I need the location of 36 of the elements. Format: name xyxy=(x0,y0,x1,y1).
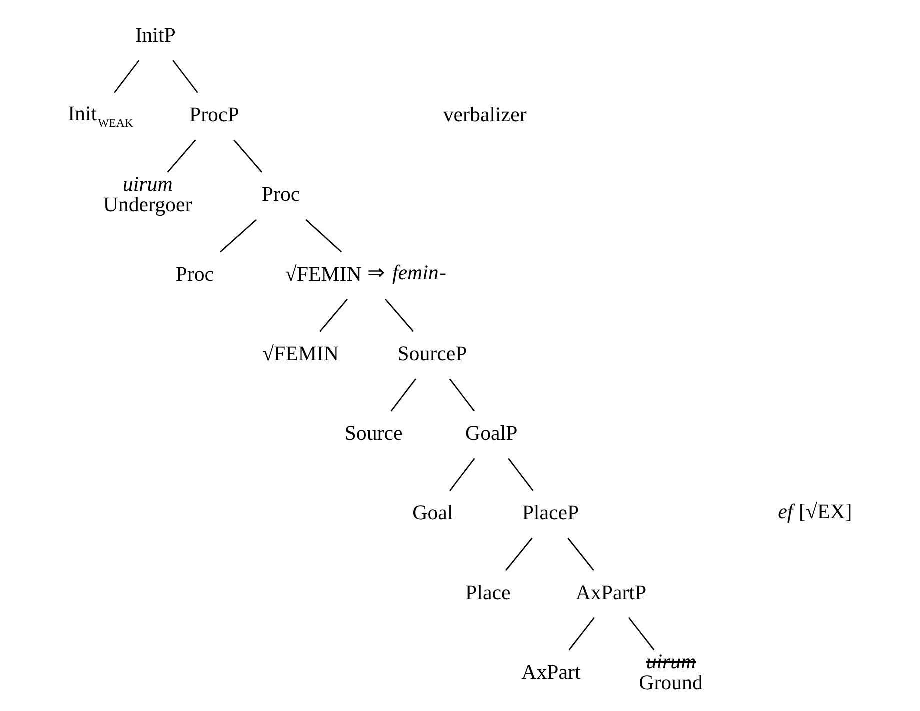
node-text: Place xyxy=(466,580,511,604)
connector xyxy=(385,299,414,332)
node-text: uirum Ground xyxy=(639,650,703,694)
node-text: Source xyxy=(344,421,403,446)
node-text: ProcP xyxy=(189,102,240,127)
label: ef [√EX] xyxy=(778,499,852,524)
node-text: SourceP xyxy=(398,341,468,366)
node-text: PlaceP xyxy=(522,500,580,525)
node-text: √FEMIN xyxy=(285,262,362,286)
connector xyxy=(390,378,416,412)
connector xyxy=(450,458,476,492)
connector xyxy=(220,219,258,253)
connector xyxy=(167,140,196,173)
node-text: uirum Undergoer xyxy=(103,172,192,217)
connector xyxy=(508,458,534,492)
connector xyxy=(234,140,263,173)
node-text: AxPartP xyxy=(576,580,647,604)
node-text: √FEMIN xyxy=(262,341,339,366)
connector xyxy=(568,618,595,651)
connector xyxy=(306,219,342,253)
node-text: AxPart xyxy=(522,660,581,684)
connector xyxy=(568,538,594,571)
node-text: Proc xyxy=(176,262,214,286)
connector xyxy=(506,538,533,571)
connector xyxy=(628,618,655,651)
node-text: Proc xyxy=(262,182,300,206)
node-text: GoalP xyxy=(466,421,518,446)
node-text: Goal xyxy=(412,500,454,525)
node-label: ⇒ femin- xyxy=(368,260,446,285)
node-text: Init$_{WEAK}$ xyxy=(68,101,134,130)
connector xyxy=(320,299,348,332)
node-text: InitP xyxy=(135,22,176,47)
connector xyxy=(114,60,140,94)
connector xyxy=(449,378,476,412)
label: verbalizer xyxy=(443,102,527,127)
connector xyxy=(172,60,198,94)
